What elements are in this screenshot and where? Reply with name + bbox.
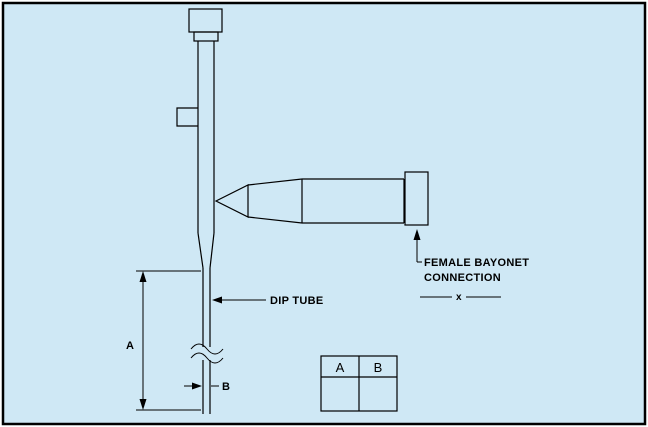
female-bayonet-knurl <box>404 171 429 226</box>
arrow-a-top <box>139 271 147 282</box>
bayonet-callout: FEMALE BAYONET CONNECTION x <box>413 229 529 303</box>
break-wave-bottom <box>190 352 224 364</box>
dip-tube-callout: DIP TUBE <box>212 295 324 307</box>
top-cap-knurled <box>188 8 223 42</box>
arrow-dip-tube <box>212 296 222 304</box>
side-nub <box>176 107 198 127</box>
dimension-a: A <box>126 270 201 411</box>
table-header-a: A <box>336 360 345 375</box>
dip-tube-label: DIP TUBE <box>270 295 324 307</box>
dim-a-label: A <box>126 340 134 352</box>
bayonet-label-line2: CONNECTION <box>424 272 501 284</box>
dim-b-label: B <box>222 381 230 393</box>
blank-x-label: x <box>456 292 462 303</box>
break-wave-top <box>190 343 224 355</box>
arrow-b <box>192 382 202 390</box>
bayonet-label-line1: FEMALE BAYONET <box>424 257 529 269</box>
arrow-bayonet <box>413 229 421 240</box>
arrow-a-bottom <box>139 399 147 410</box>
table-header-b: B <box>374 360 383 375</box>
dip-tube <box>190 232 224 414</box>
ab-table: A B <box>320 355 398 412</box>
arm-cone <box>214 184 249 218</box>
horizontal-arm <box>214 171 429 226</box>
upper-tube <box>197 41 215 233</box>
dimension-b: B <box>184 381 230 393</box>
cap-collar <box>193 31 219 42</box>
